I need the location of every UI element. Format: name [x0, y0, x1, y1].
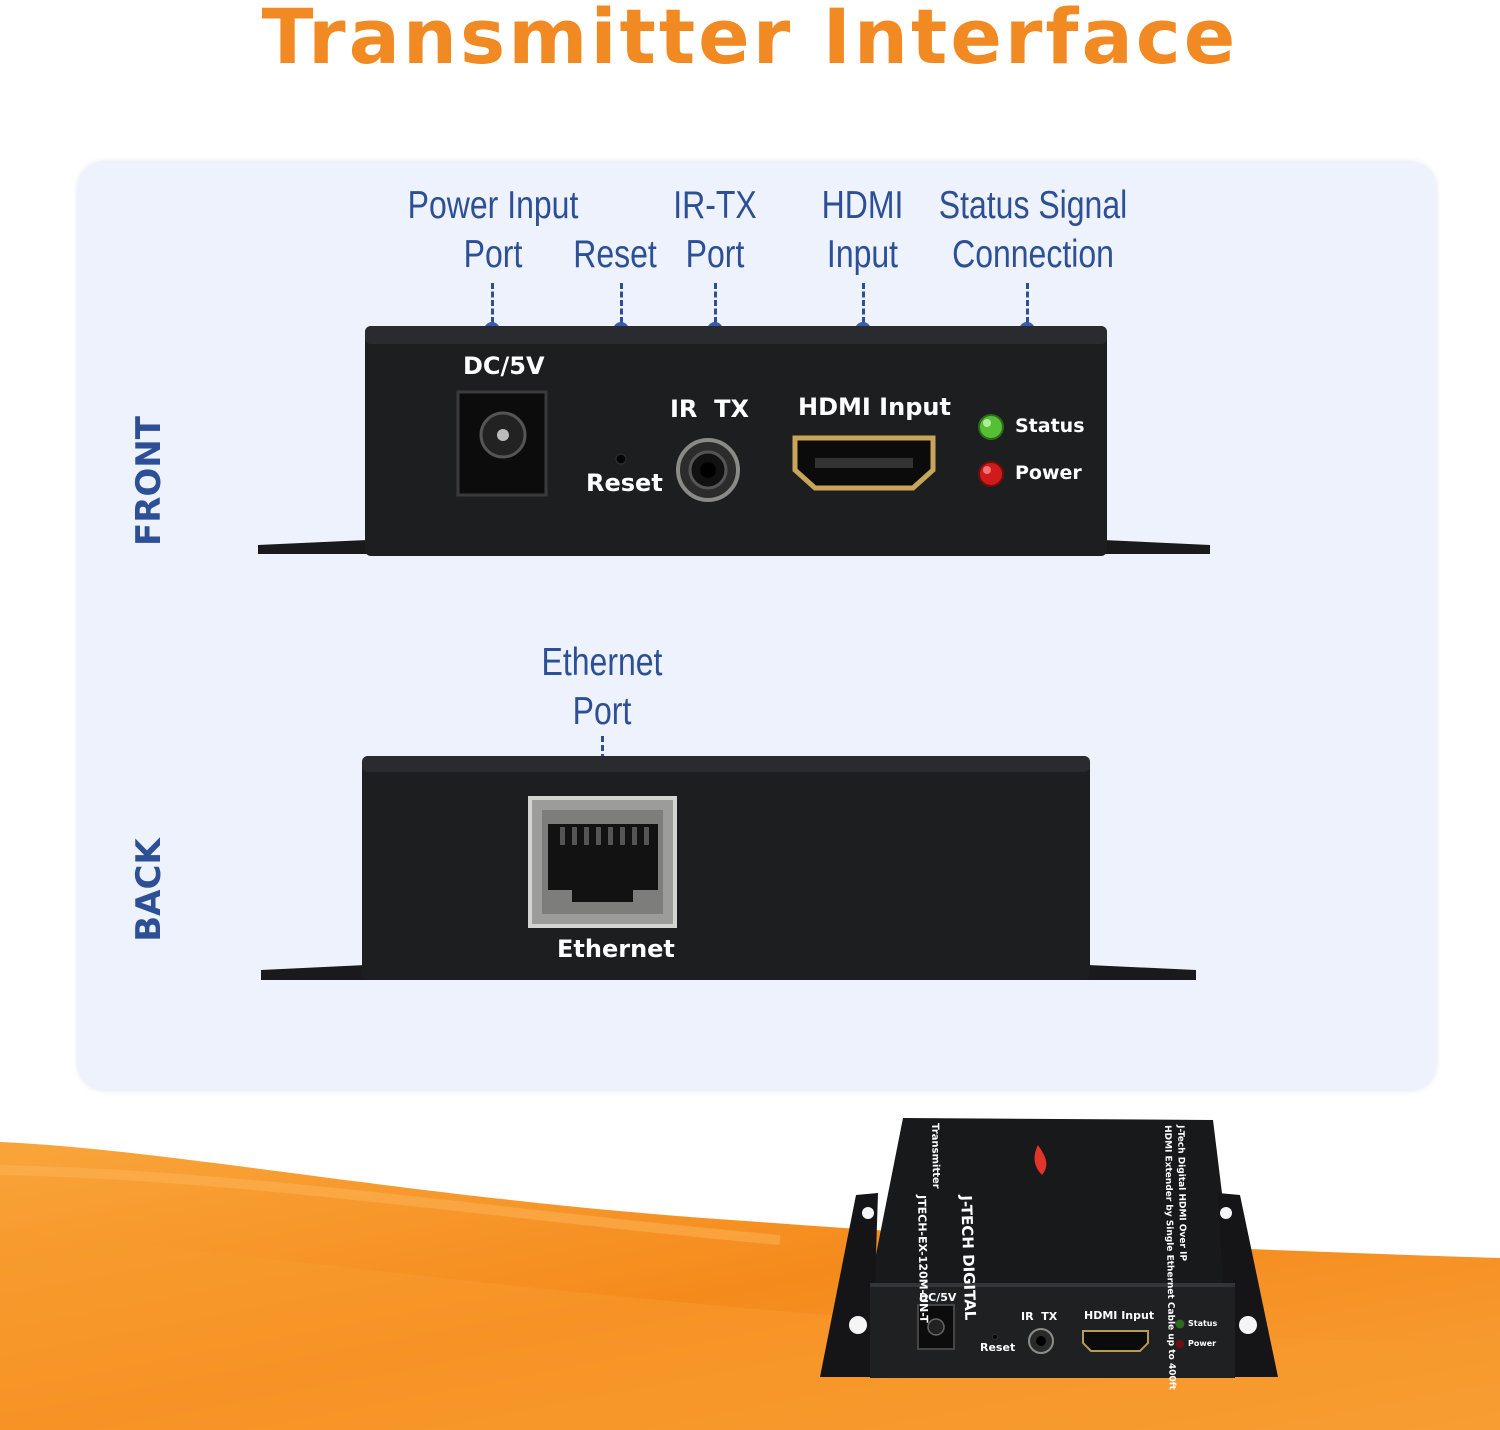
callout-line: HDMI — [821, 184, 904, 227]
front-side-label: FRONT — [129, 416, 169, 546]
mounting-flange-left — [258, 540, 373, 554]
callout-line: Port — [463, 233, 523, 276]
callout-line: Input — [826, 233, 899, 276]
front-device — [258, 326, 1210, 556]
callout-line: IR-TX — [673, 184, 757, 227]
ethernet-label: Ethernet — [557, 935, 675, 963]
callout-line: Status Signal — [938, 184, 1128, 227]
status-led — [1175, 1319, 1185, 1329]
callout-line: Port — [572, 690, 632, 733]
leader-line — [714, 283, 717, 323]
reset-pinhole — [615, 453, 627, 465]
power-led — [1175, 1339, 1185, 1349]
product-side-text: Transmitter — [929, 1123, 942, 1189]
reset-label: Reset — [586, 469, 663, 497]
callout-line: Port — [685, 233, 745, 276]
brand-logo-icon — [1034, 1145, 1047, 1175]
callout-line: Ethernet — [541, 641, 663, 684]
callout-line: Connection — [952, 233, 1114, 276]
leader-line — [1026, 283, 1029, 323]
product-dc-label: DC/5V — [919, 1291, 957, 1304]
power-label: Power — [1015, 462, 1082, 484]
product-power-label: Power — [1188, 1339, 1217, 1348]
callout-reset: Reset — [554, 181, 677, 279]
device-body — [362, 756, 1090, 980]
product-ir-label: IR TX — [1021, 1310, 1058, 1323]
ir-tx-label: IR TX — [670, 395, 749, 423]
device-body — [365, 326, 1107, 556]
back-device — [261, 756, 1196, 980]
leader-line — [862, 283, 865, 323]
callout-power-input-port: Power Input Port — [395, 181, 592, 279]
status-led — [978, 414, 1004, 440]
back-side-label: BACK — [129, 838, 169, 942]
callout-ir-tx-port: IR-TX Port — [658, 181, 773, 279]
device-top-face — [870, 1118, 1233, 1285]
product-photo — [820, 1118, 1278, 1378]
page-title: Transmitter Interface — [261, 0, 1239, 81]
product-reset-label: Reset — [980, 1341, 1016, 1354]
callout-line: Reset — [573, 233, 657, 276]
hdmi-port — [1082, 1330, 1149, 1352]
power-led — [978, 461, 1004, 487]
leader-line — [620, 283, 623, 323]
leader-line — [491, 283, 494, 323]
product-hdmi-label: HDMI Input — [1084, 1309, 1155, 1322]
status-label: Status — [1015, 415, 1085, 437]
dc-5v-label: DC/5V — [463, 352, 545, 380]
callout-hdmi-input: HDMI Input — [807, 181, 918, 279]
callout-ethernet-port: Ethernet Port — [512, 638, 692, 736]
product-status-label: Status — [1188, 1319, 1218, 1328]
mounting-flange-right — [1097, 540, 1210, 554]
mounting-flange-left — [261, 965, 372, 980]
callout-line: Power Input — [407, 184, 579, 227]
callout-status-signal-connection: Status Signal Connection — [935, 181, 1132, 279]
mounting-flange-left — [820, 1193, 878, 1377]
hdmi-input-label: HDMI Input — [798, 393, 951, 421]
mounting-flange-right — [1083, 965, 1196, 980]
